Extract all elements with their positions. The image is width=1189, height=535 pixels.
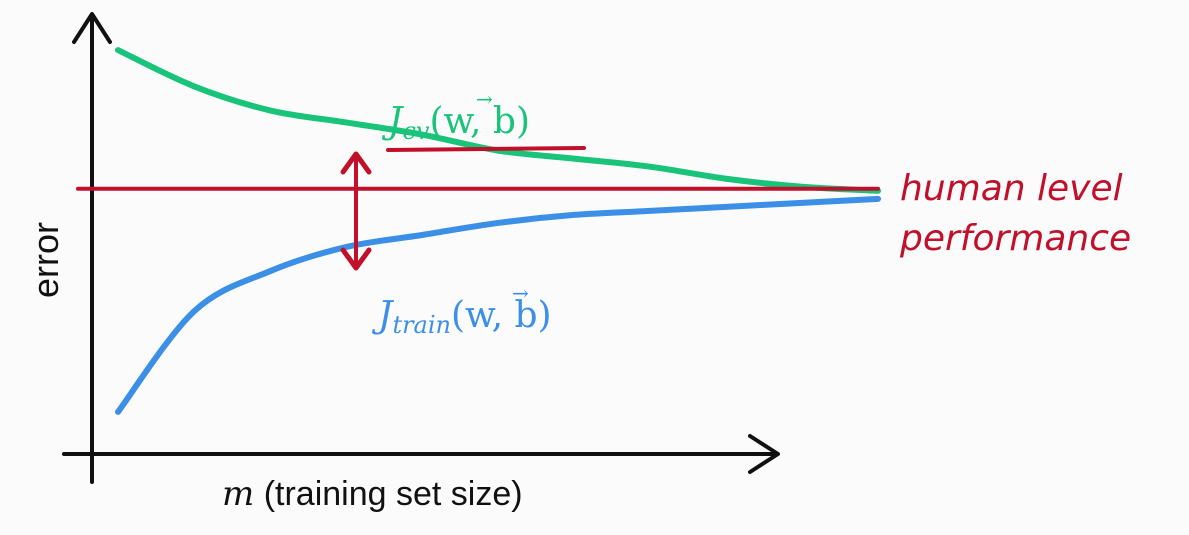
train-vector-arrow: → — [512, 281, 529, 305]
x-axis-label-rest: (training set size) — [254, 475, 522, 513]
cv-label-main: J — [381, 101, 405, 142]
cv-label-args: (w, b) — [429, 101, 530, 142]
cv-label-sub: cv — [402, 117, 429, 145]
human-label-line1: human level — [900, 168, 1123, 209]
train-label-main: J — [371, 295, 395, 336]
human-label-line2: performance — [899, 218, 1131, 259]
x-axis-arrowhead — [748, 434, 780, 474]
y-axis-arrowhead — [72, 12, 112, 44]
cv-vector-arrow: → — [476, 87, 493, 111]
series-line-train — [115, 195, 881, 415]
gap-arrow-head-top — [340, 151, 372, 175]
train-label-args: (w, b) — [451, 295, 552, 336]
cv-label: Jcv(w, b) — [381, 101, 530, 145]
cv-label-underline — [386, 146, 586, 152]
train-label-sub: train — [392, 311, 451, 339]
gap-arrow-head-bottom — [340, 247, 372, 271]
y-axis-label: error — [25, 222, 66, 298]
x-axis-label-m: m — [222, 474, 254, 514]
x-axis-label: m (training set size) — [222, 474, 523, 514]
